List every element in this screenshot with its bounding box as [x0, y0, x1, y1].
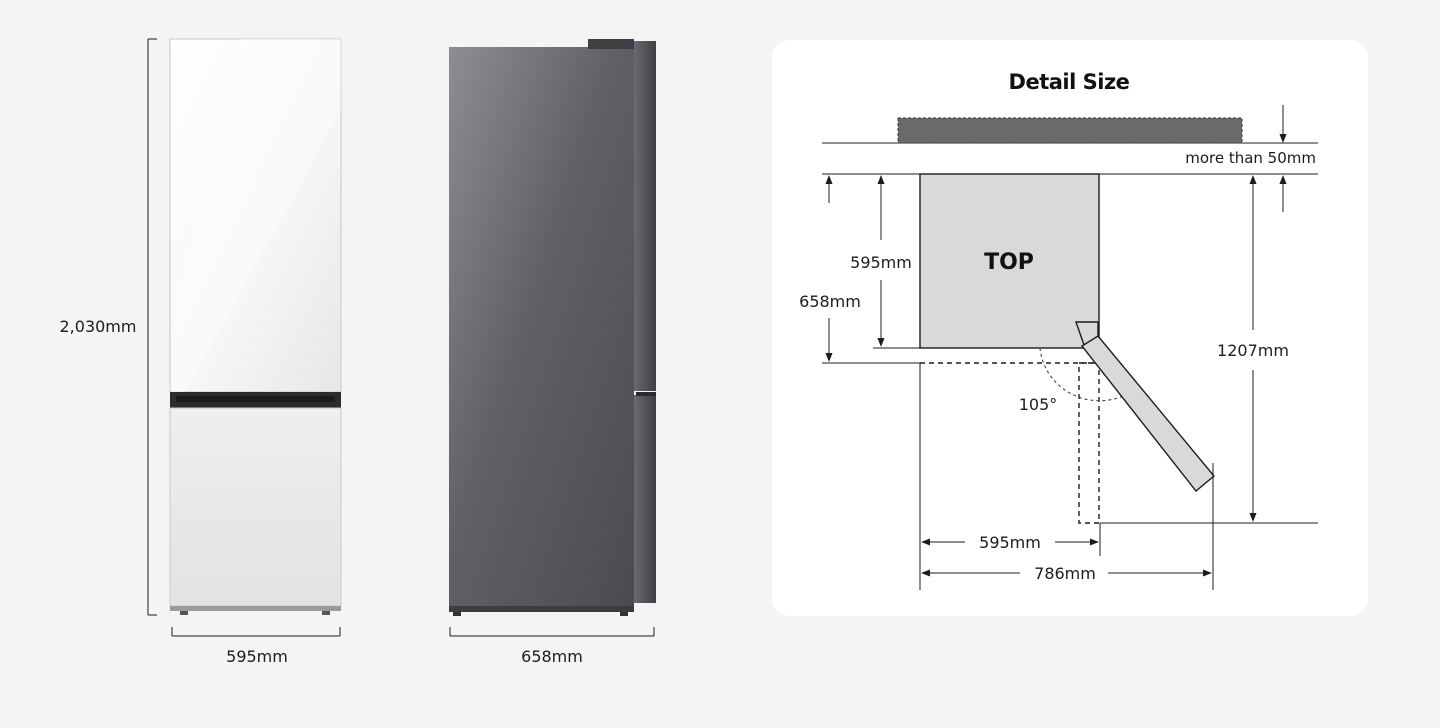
total-depth-label: 658mm [799, 292, 861, 311]
detail-title: Detail Size [1009, 70, 1130, 94]
door-angle-label: 105° [1019, 395, 1058, 414]
body-width-label: 595mm [979, 533, 1041, 552]
closed-door-outline [920, 362, 1100, 524]
body-depth-dimension [873, 175, 920, 349]
open-depth-label: 1207mm [1217, 341, 1289, 360]
front-height-label: 2,030mm [60, 317, 137, 336]
top-label: TOP [984, 250, 1034, 275]
fridge-front-view [169, 38, 342, 615]
fridge-side-view [449, 39, 656, 616]
open-door [1075, 321, 1215, 492]
side-depth-dimension [449, 627, 655, 637]
front-width-label: 595mm [226, 647, 288, 666]
front-width-dimension [171, 627, 341, 637]
clearance-label: more than 50mm [1185, 149, 1316, 167]
body-depth-label: 595mm [850, 253, 912, 272]
fridge-top-box [919, 173, 1100, 349]
front-height-dimension [147, 38, 157, 616]
door-angle-arc [1039, 347, 1122, 402]
wall [822, 117, 1318, 144]
side-depth-label: 658mm [521, 647, 583, 666]
open-width-label: 786mm [1034, 564, 1096, 583]
